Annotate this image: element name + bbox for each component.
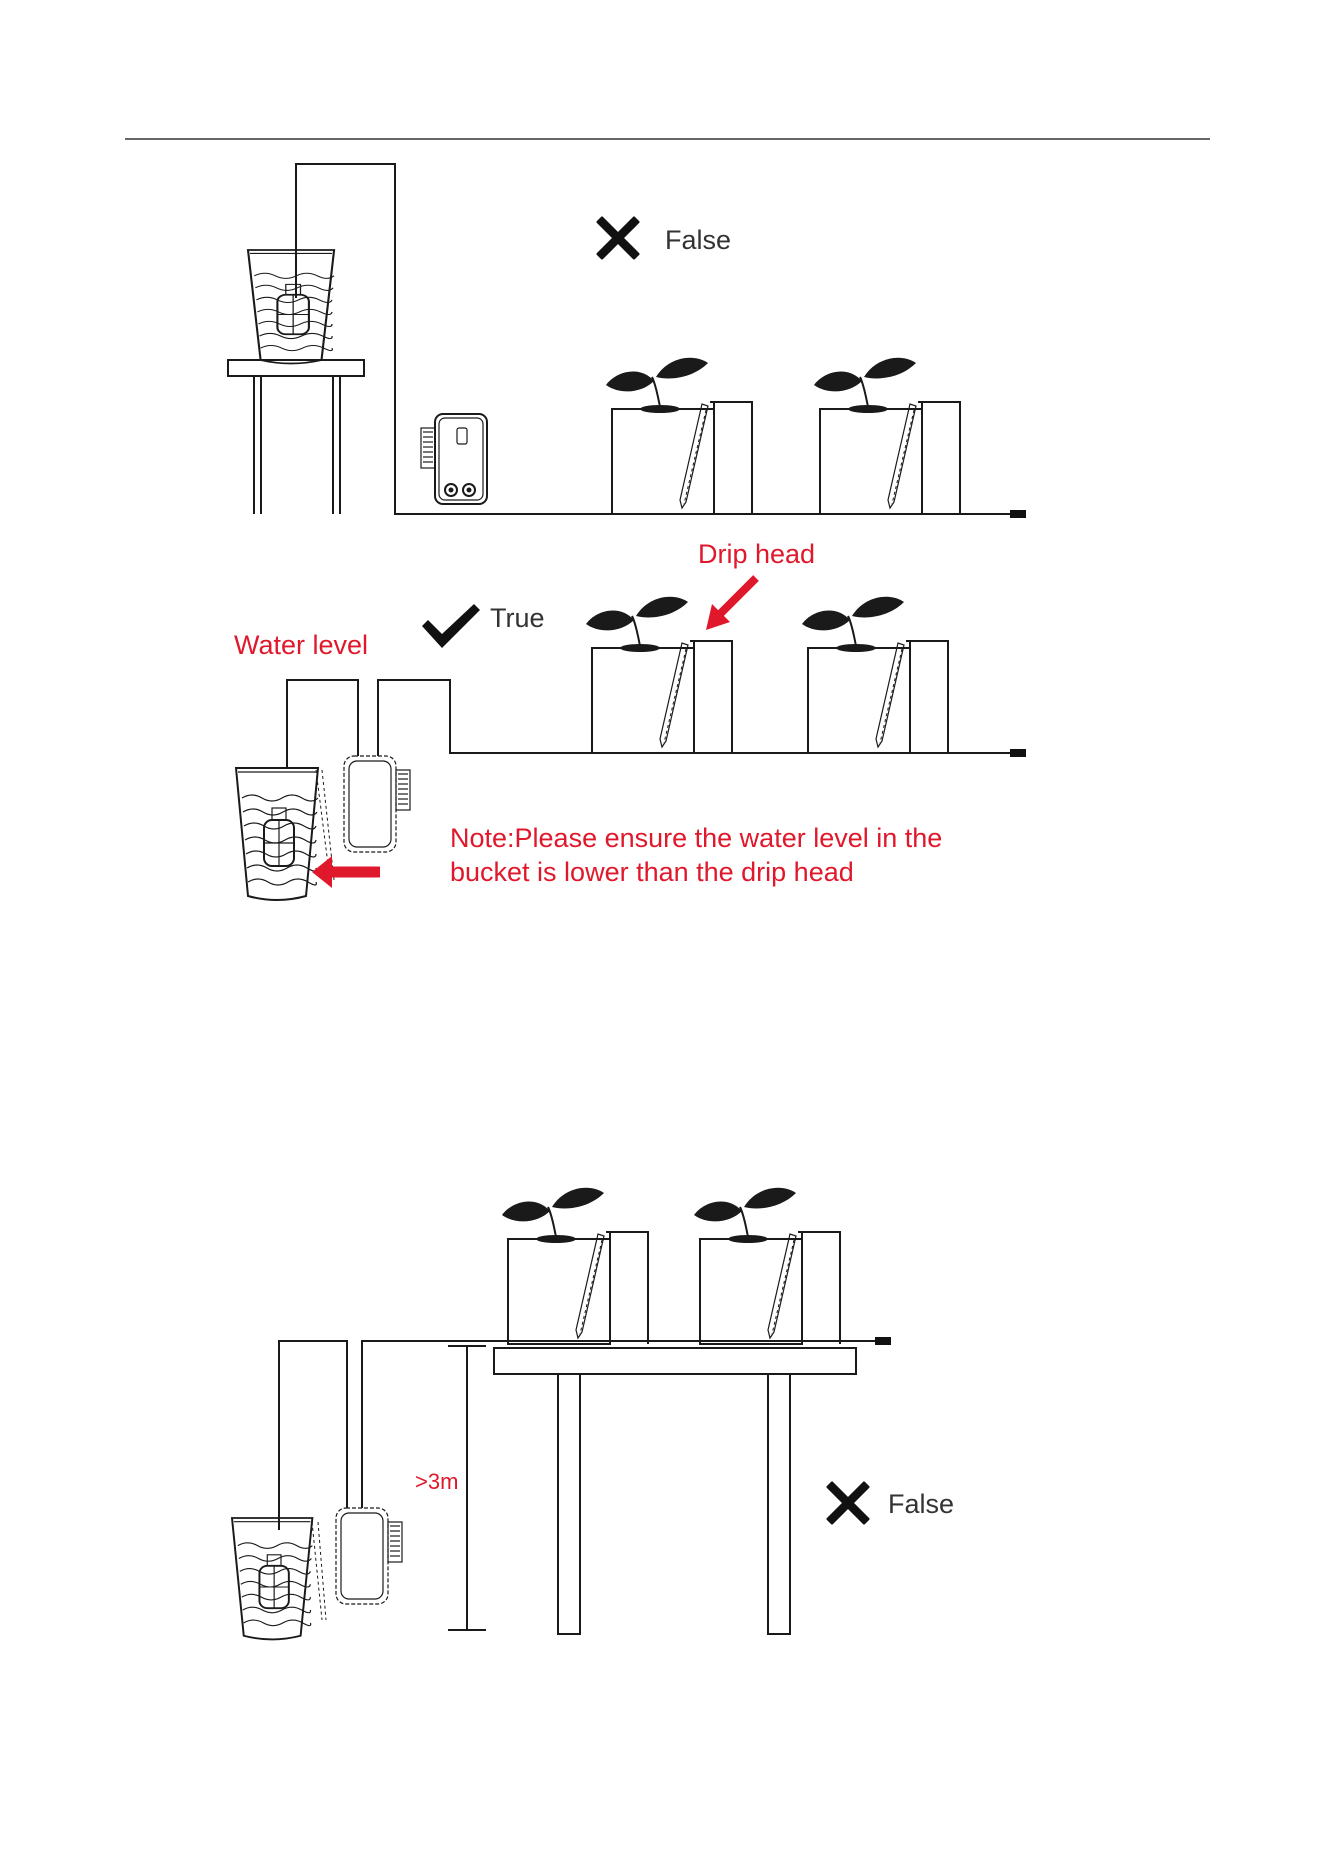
checkmark-icon <box>422 604 480 648</box>
table-top <box>494 1348 856 1374</box>
label-water-level: Water level <box>234 630 368 660</box>
bucket-ground-bottom <box>232 1518 312 1639</box>
planter-bottom-2 <box>694 1188 840 1344</box>
stand-top <box>228 360 364 376</box>
planter-middle-2 <box>802 597 948 753</box>
bucket-ground-middle <box>236 768 318 900</box>
scene-middle-true: True Drip head Water level <box>234 539 1026 900</box>
pump-device-bottom <box>336 1508 402 1604</box>
hose-bottom <box>279 1341 875 1530</box>
cross-icon-bottom <box>828 1483 868 1523</box>
label-height: >3m <box>415 1469 458 1494</box>
cross-icon <box>598 218 638 258</box>
note-line-1: Note:Please ensure the water level in th… <box>450 823 942 853</box>
planter-top-1 <box>606 358 752 514</box>
planter-top-2 <box>814 358 960 514</box>
pump-device-middle <box>344 756 410 852</box>
scene-top-false: False <box>228 164 1026 518</box>
red-arrow-icon <box>706 578 756 630</box>
label-false-top: False <box>665 225 731 255</box>
water-level-arrow-icon <box>312 856 380 888</box>
label-false-bottom: False <box>888 1489 954 1519</box>
note-line-2: bucket is lower than the drip head <box>450 857 854 887</box>
hose-middle <box>287 680 1010 768</box>
planter-bottom-1 <box>502 1188 648 1344</box>
bucket-raised <box>248 250 334 364</box>
label-drip-head: Drip head <box>698 539 815 569</box>
label-true: True <box>490 603 545 633</box>
scene-bottom-false: >3m False <box>232 1188 954 1640</box>
pump-device-top <box>421 414 487 504</box>
